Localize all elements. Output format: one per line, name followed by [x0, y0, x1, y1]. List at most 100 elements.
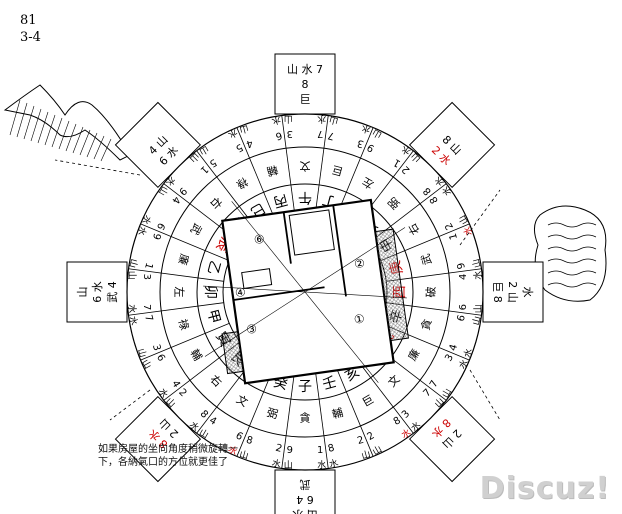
mountain-label: 卯	[202, 285, 218, 299]
sight-line	[459, 189, 501, 246]
star-label: 左	[173, 287, 186, 298]
water-mountain-label: 水	[328, 457, 340, 471]
number-label: 1	[392, 156, 403, 169]
number-label: 8	[392, 415, 403, 428]
number-label: 7	[327, 129, 336, 141]
number-label: 7	[428, 379, 441, 390]
mountain-hatch	[16, 102, 28, 138]
water-ripple	[547, 270, 597, 276]
sector-divider	[140, 223, 230, 261]
star-label: 弼	[265, 406, 279, 421]
tab-label: 8	[302, 78, 309, 91]
sight-line	[54, 159, 141, 176]
mountain-hatch	[51, 117, 63, 148]
number-label: 6	[456, 314, 468, 323]
mountain-label: 甲	[204, 308, 223, 326]
number-label: 7	[142, 314, 154, 323]
number-label: 6	[274, 129, 283, 141]
tab-label: 武 4	[106, 281, 119, 303]
mountain-hatch	[100, 138, 112, 162]
hatched-wall-right	[374, 228, 409, 342]
number-label: 4	[169, 379, 182, 390]
tab-label: 巨 8	[491, 281, 504, 303]
sight-line	[109, 389, 151, 421]
house-outline	[221, 198, 395, 385]
water-mountain-label: 水	[126, 315, 140, 327]
number-label: 1	[448, 232, 460, 241]
sector-divider	[196, 150, 256, 228]
mountain-label: 午	[298, 189, 312, 205]
number-label: 4	[207, 415, 218, 428]
water-mountain-label: 水	[126, 304, 138, 313]
room-number: ②	[353, 256, 366, 271]
water-mountain-label: 山	[238, 449, 250, 462]
star-label: 文	[300, 160, 311, 174]
sector-divider	[354, 356, 414, 434]
mountain-hatch	[23, 105, 35, 140]
stairs	[241, 268, 273, 290]
number-label: 7	[317, 128, 323, 139]
caption-text: 如果房屋的坐向角度稍微旋轉一下，各納氣口的方位就更佳了	[98, 444, 238, 468]
page-number: 81	[20, 13, 37, 28]
room-number: ⑥	[253, 232, 266, 247]
mountain-label: 丙	[272, 191, 290, 210]
number-label: 8	[327, 443, 336, 455]
tab-label: 2 山	[506, 281, 519, 303]
orientation-line	[203, 285, 407, 299]
water-mountain-label: 山	[126, 257, 139, 269]
tab-label: 6 水	[91, 281, 104, 303]
water-mountain-label: 水	[270, 457, 282, 471]
number-label: 5	[234, 141, 245, 154]
number-label: 4	[458, 274, 469, 280]
water-mountain-label: 山	[360, 449, 372, 462]
mountain-hatch	[44, 114, 56, 146]
star-label: 輔	[331, 406, 345, 421]
water-mountain-label: 山	[471, 257, 484, 269]
mountain-outline	[3, 84, 131, 161]
water-pond	[534, 205, 607, 302]
room-number: ④	[234, 285, 247, 300]
number-label: 3	[141, 274, 152, 280]
water-mountain-label: 水	[360, 122, 372, 136]
number-label: 6	[234, 430, 245, 443]
mountain-hatch	[72, 126, 84, 154]
number-label: 3	[356, 137, 365, 149]
sector-divider	[140, 323, 230, 361]
number-label: 4	[245, 137, 254, 149]
water-mountain-label: 水	[461, 225, 475, 237]
water-mountain-label: 水	[317, 113, 326, 125]
water-mountain-label: 山	[135, 347, 148, 359]
tab-label: 6 4	[296, 493, 314, 506]
number-label: 9	[365, 141, 376, 154]
mountain-label: 子	[298, 379, 312, 395]
mountain-label: 乙	[204, 259, 223, 277]
number-label: 3	[287, 128, 293, 139]
water-mountain-label: 山	[284, 113, 293, 124]
mountain-label: 壬	[321, 374, 339, 393]
mountain-hatch	[65, 123, 77, 152]
number-label: 9	[456, 261, 468, 270]
star-label: 貪	[418, 317, 434, 331]
sector-divider	[128, 268, 224, 282]
number-label: 3	[150, 343, 162, 352]
number-label: 5	[207, 156, 218, 169]
bathroom	[288, 209, 335, 256]
sector-divider	[281, 115, 295, 211]
water-mountain-label: 水	[270, 113, 282, 127]
sector-divider	[236, 367, 274, 457]
water-mountain-label: 山	[284, 460, 293, 471]
water-ripple	[547, 222, 597, 228]
number-label: 2	[443, 221, 456, 232]
sector-divider	[315, 373, 329, 469]
water-mountain-label: 山	[471, 315, 484, 327]
star-label: 祿	[176, 318, 191, 332]
sector-divider	[281, 373, 295, 469]
water-mountain-label: 水	[135, 225, 149, 237]
number-label: 9	[150, 232, 162, 241]
number-label: 6	[458, 304, 469, 310]
number-label: 8	[428, 194, 441, 205]
number-label: 6	[154, 221, 167, 232]
water-ripple	[547, 246, 597, 252]
